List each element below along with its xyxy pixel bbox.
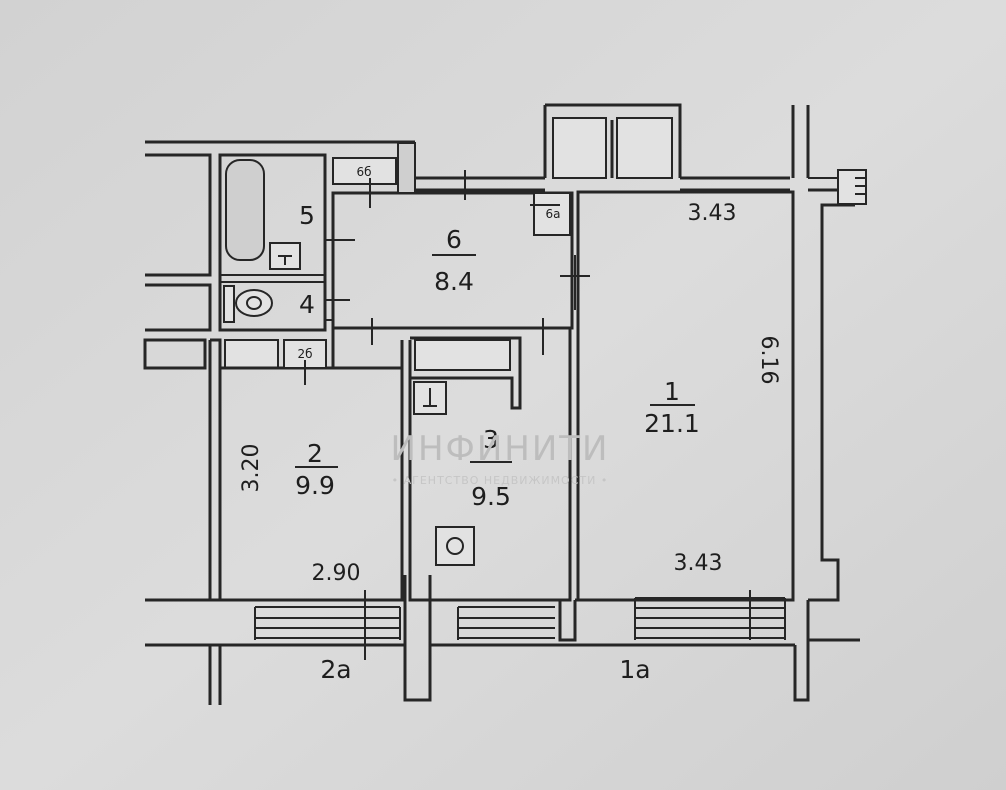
room-2-area: 9.9 bbox=[295, 471, 335, 500]
room-labels: 1 21.1 2 9.9 3 9.5 4 5 6 8.4 6б 6а 2б bbox=[295, 165, 700, 511]
closet-6a bbox=[533, 192, 571, 236]
watermark-brand: ИНФИНИТИ bbox=[391, 429, 610, 469]
balcony-labels: 2а 1а bbox=[320, 655, 650, 684]
dim-room1-bottom: 3.43 bbox=[674, 551, 723, 576]
closet-6b bbox=[332, 157, 397, 185]
room-2-number: 2 bbox=[307, 439, 323, 468]
watermark-tagline: • АГЕНТСТВО НЕДВИЖИМОСТИ • bbox=[392, 474, 609, 487]
dim-room2-side: 3.20 bbox=[239, 444, 264, 493]
fixtures bbox=[223, 142, 867, 566]
room-4-number: 4 bbox=[299, 290, 315, 319]
closet-6a-label: 6а bbox=[546, 207, 561, 221]
closet-6b-label: 6б bbox=[356, 165, 371, 179]
dim-room2-bottom: 2.90 bbox=[312, 561, 361, 586]
closet-2b bbox=[283, 339, 327, 369]
closet-2b-label: 2б bbox=[297, 347, 312, 361]
dimension-labels: 3.43 6.16 3.43 3.20 2.90 bbox=[239, 201, 781, 586]
dim-room1-side: 6.16 bbox=[756, 336, 781, 385]
balcony-1a-label: 1а bbox=[619, 655, 650, 684]
stove-icon bbox=[435, 526, 475, 566]
dim-room1-top: 3.43 bbox=[688, 201, 737, 226]
door-markers bbox=[304, 170, 751, 660]
toilet-icon bbox=[223, 285, 273, 323]
walls bbox=[143, 103, 860, 705]
windows bbox=[254, 597, 786, 640]
room-6-area: 8.4 bbox=[434, 267, 474, 296]
room-5-number: 5 bbox=[299, 201, 315, 230]
ventilation-shaft bbox=[397, 142, 416, 194]
room-1-number: 1 bbox=[664, 377, 680, 406]
balcony-2a-label: 2а bbox=[320, 655, 351, 684]
room-3-area: 9.5 bbox=[471, 482, 511, 511]
room-6-number: 6 bbox=[446, 225, 462, 254]
watermark: ИНФИНИТИ • АГЕНТСТВО НЕДВИЖИМОСТИ • bbox=[391, 429, 610, 487]
room-3-number: 3 bbox=[483, 425, 499, 454]
room-1-area: 21.1 bbox=[644, 409, 700, 438]
bathtub-icon bbox=[225, 159, 265, 261]
